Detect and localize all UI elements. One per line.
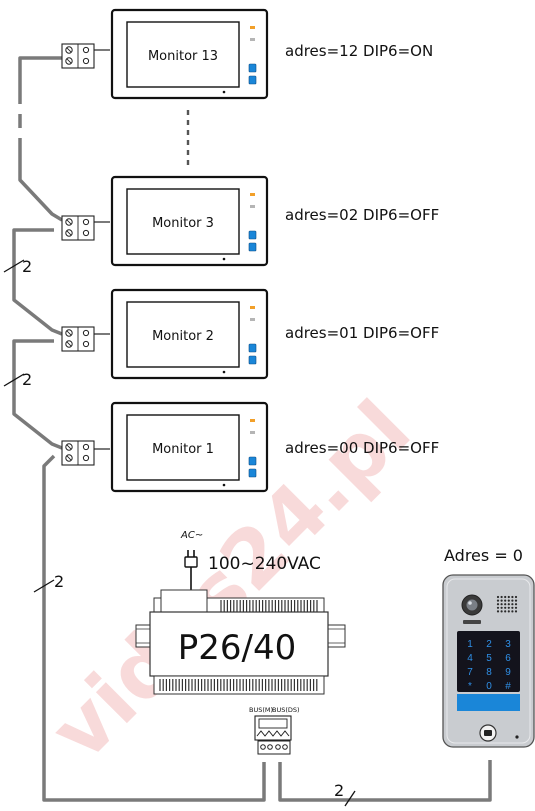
monitor-unit: Monitor 3 [110, 175, 269, 267]
keypad-key[interactable]: 5 [486, 653, 492, 664]
keypad: 1 2 3 4 5 6 7 8 9 * 0 # [467, 639, 511, 692]
monitor-button-icon[interactable] [248, 75, 257, 85]
keypad-key[interactable]: 1 [467, 639, 473, 650]
monitor-button-icon[interactable] [248, 242, 257, 252]
monitor-button-icon[interactable] [248, 63, 257, 73]
mic-slot [250, 431, 255, 434]
mic-slot [250, 205, 255, 208]
wire-count-label: 2 [54, 572, 64, 591]
power-led [222, 483, 226, 487]
monitor-button-icon[interactable] [248, 343, 257, 353]
monitor-button-icon[interactable] [248, 230, 257, 240]
monitor-button-icon[interactable] [248, 355, 257, 365]
monitor-unit: Monitor 2 [110, 288, 269, 380]
monitor-stubs [94, 49, 110, 450]
wire-count-label: 2 [22, 370, 32, 389]
vent-slots-top [220, 600, 318, 612]
wire-mark-a: 2 [3, 257, 32, 276]
keypad-key[interactable]: * [468, 681, 472, 692]
monitor-address-label: adres=00 DIP6=OFF [285, 439, 439, 457]
monitor-unit: Monitor 1 [110, 401, 269, 493]
wire-mark-c: 2 [33, 572, 64, 593]
keypad-key[interactable]: 9 [505, 667, 511, 678]
monitor-address-label: adres=01 DIP6=OFF [285, 324, 439, 342]
wire-count-label: 2 [334, 781, 344, 800]
monitor-unit: Monitor 13 [110, 8, 269, 100]
junction-terminal [61, 326, 95, 352]
wire-count-label: 2 [22, 257, 32, 276]
keypad-key[interactable]: 4 [467, 653, 473, 664]
power-input: AC~ 100~240VAC [180, 530, 321, 590]
door-station-address: Adres = 0 [444, 546, 523, 565]
keypad-key[interactable]: 0 [486, 681, 492, 692]
keypad-key[interactable]: 6 [505, 653, 511, 664]
power-supply: P26/40 BUS(M) BUS(DS) [135, 589, 346, 755]
keypad-key[interactable]: 7 [467, 667, 473, 678]
plug-icon [184, 550, 198, 590]
speaker-grille-icon [496, 595, 518, 613]
monitor-screen [126, 301, 240, 368]
supply-terminal-block [254, 715, 292, 755]
vent-slots-bottom [159, 679, 318, 691]
monitor-screen [126, 21, 240, 88]
mic-slot [250, 318, 255, 321]
monitor-label: Monitor 2 [152, 329, 214, 344]
ir-sensor [463, 620, 481, 624]
status-led [250, 419, 255, 422]
wire-mark-b: 2 [3, 370, 32, 389]
monitor-label: Monitor 3 [152, 216, 214, 231]
door-station: Adres = 0 1 2 3 4 5 6 7 8 9 * 0 # [442, 546, 535, 748]
monitor-address-label: adres=02 DIP6=OFF [285, 206, 439, 224]
monitor-button-icon[interactable] [248, 456, 257, 466]
monitor-screen [126, 414, 240, 481]
monitor-label: Monitor 1 [152, 442, 214, 457]
status-led [250, 306, 255, 309]
keypad-key[interactable]: 8 [486, 667, 492, 678]
monitor-screen [126, 188, 240, 255]
monitor-button-icon[interactable] [248, 468, 257, 478]
status-led [250, 193, 255, 196]
junction-terminals [61, 43, 95, 466]
status-led [250, 26, 255, 29]
junction-terminal [61, 215, 95, 241]
keypad-key[interactable]: # [505, 681, 511, 692]
monitor-address-label: adres=12 DIP6=ON [285, 42, 433, 60]
power-led [222, 257, 226, 261]
mic-slot [250, 38, 255, 41]
monitor-list: Monitor 13 adres=12 DIP6=ON Monitor 3 adres… [110, 8, 439, 493]
ac-symbol: AC~ [180, 530, 203, 541]
junction-terminal [61, 43, 95, 69]
monitor-label: Monitor 13 [148, 49, 218, 64]
junction-terminal [61, 440, 95, 466]
wire-mark-d: 2 [334, 781, 356, 807]
keypad-key[interactable]: 3 [505, 639, 511, 650]
keypad-key[interactable]: 2 [486, 639, 492, 650]
bell-icon [484, 730, 492, 736]
power-led [222, 370, 226, 374]
name-plate-strip [457, 694, 520, 711]
indicator-dot [515, 735, 519, 739]
bus-m-label: BUS(M) [249, 706, 273, 714]
supply-model-label: P26/40 [178, 628, 297, 668]
keypad-panel [457, 631, 520, 692]
voltage-label: 100~240VAC [208, 554, 321, 574]
bus-ds-label: BUS(DS) [272, 706, 300, 714]
power-led [222, 90, 226, 94]
call-button[interactable] [479, 724, 497, 742]
camera-lens-icon [461, 594, 483, 616]
bus-wiring [12, 56, 492, 802]
